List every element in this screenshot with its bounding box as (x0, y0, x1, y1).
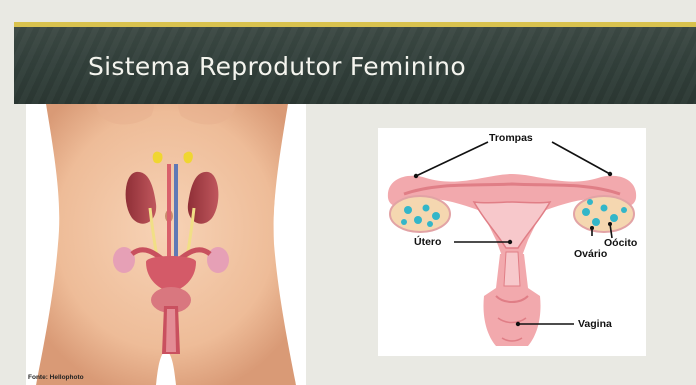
body-illustration (26, 104, 306, 385)
label-oocito: Oócito (604, 237, 637, 249)
image-source-credit: Fonte: Hellophoto (28, 374, 84, 381)
label-utero: Útero (414, 236, 441, 248)
label-ovario: Ovário (574, 248, 607, 260)
label-vagina: Vagina (578, 318, 612, 330)
female-body-image (26, 104, 306, 385)
uterus-diagram: Trompas Útero Ovário Oócito Vagina (378, 128, 646, 356)
label-trompas: Trompas (489, 132, 533, 144)
slide-title: Sistema Reprodutor Feminino (88, 52, 466, 81)
